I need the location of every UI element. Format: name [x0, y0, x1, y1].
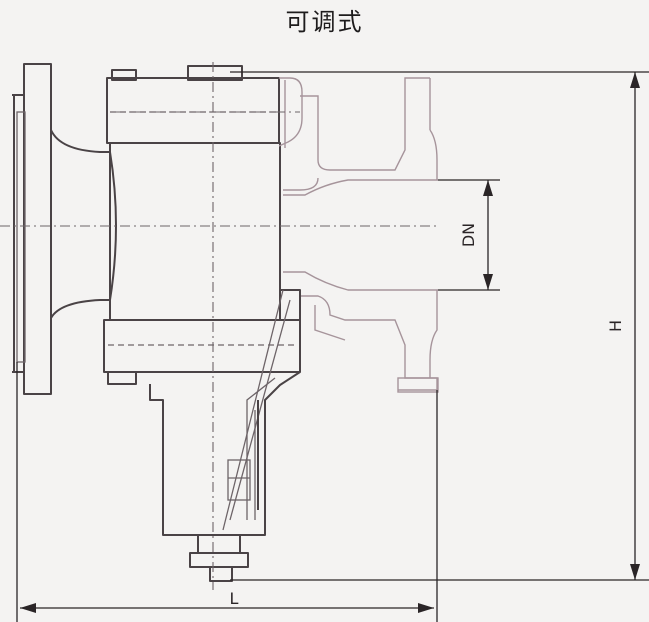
dimension-lines [16, 71, 649, 622]
center-lines [0, 62, 440, 590]
drawing-title: 可调式 [285, 8, 364, 36]
l-label: L [230, 589, 239, 608]
inlet-neck [50, 129, 117, 319]
bonnet [149, 289, 301, 536]
adjusting-screw [189, 534, 249, 582]
h-label: H [606, 320, 625, 332]
outlet-body [278, 77, 439, 393]
left-flange [12, 63, 52, 395]
valve-body [103, 65, 301, 385]
dn-label: DN [459, 223, 478, 247]
